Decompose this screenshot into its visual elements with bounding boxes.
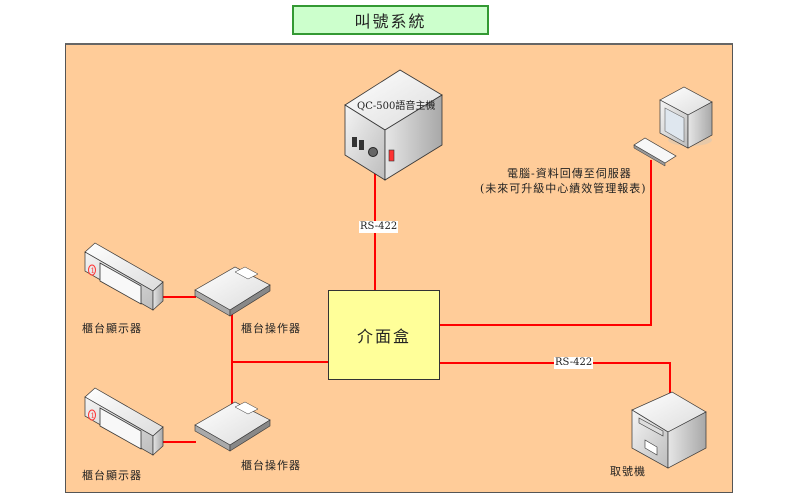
counter-display-2-label: 櫃台顯示器 <box>82 469 142 482</box>
counter-display-1-label: 櫃台顯示器 <box>82 322 142 335</box>
counter-keypad-2-label: 櫃台操作器 <box>241 459 301 472</box>
counter-keypad-1-label: 櫃台操作器 <box>241 322 301 335</box>
wire-computer <box>440 160 652 326</box>
counter-display-icon: 1 <box>84 387 164 456</box>
diagram-title: 叫號系統 <box>292 5 489 35</box>
rs422-label-voice-host: RS-422 <box>359 221 399 233</box>
rs422-label-ticket-machine: RS-422 <box>554 357 594 369</box>
display-number: 1 <box>91 267 95 275</box>
counter-display-icon: 1 <box>84 242 164 311</box>
keypad-icon <box>194 266 271 317</box>
interface-box: 介面盒 <box>328 290 440 380</box>
keypad-icon <box>194 401 271 452</box>
wire-ticket-machine <box>440 362 671 395</box>
computer-label-line1: 電腦-資料回傳至伺服器 <box>507 167 632 180</box>
voice-host-label: QC-500語音主機 <box>357 101 436 112</box>
voice-host-box-icon <box>344 69 443 181</box>
display-number: 1 <box>91 412 95 420</box>
ticket-printer-icon <box>631 391 707 469</box>
computer-icon <box>633 86 713 167</box>
ticket-machine-label: 取號機 <box>610 465 646 478</box>
interface-box-label: 介面盒 <box>356 327 411 346</box>
computer-label-line2: (未來可升級中心績效管理報表) <box>480 182 647 195</box>
